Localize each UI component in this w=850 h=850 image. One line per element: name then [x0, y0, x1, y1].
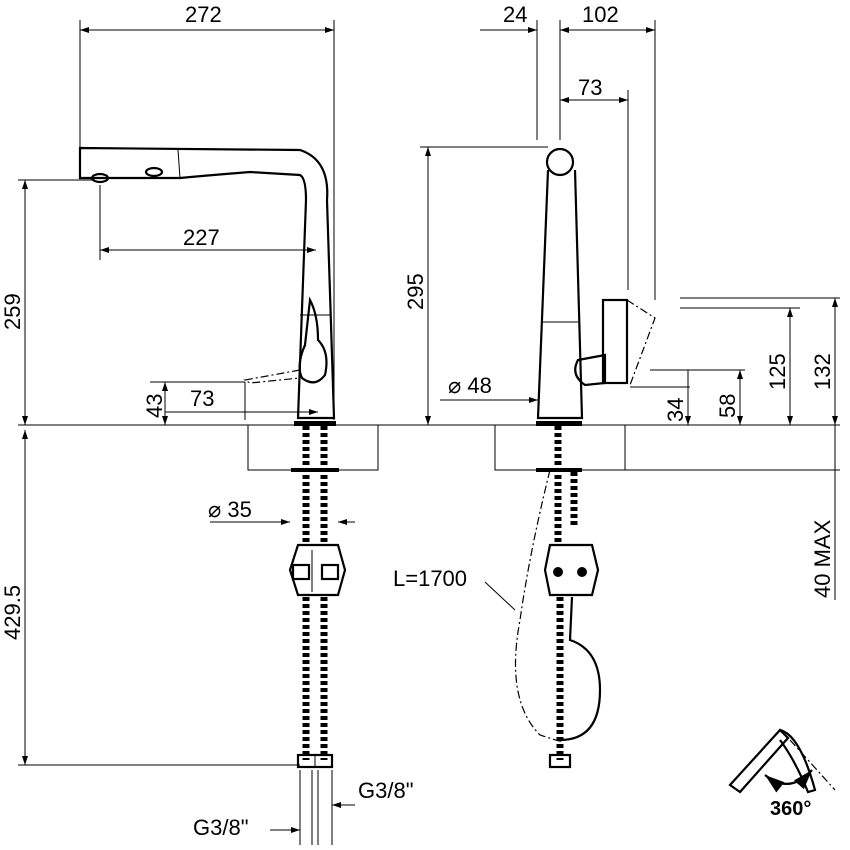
dim-lever-base-58: 58: [715, 394, 740, 418]
dim-overall-reach: 272: [185, 2, 222, 27]
dim-lever-height: 43: [142, 394, 167, 418]
dim-shank-diameter: ⌀ 35: [208, 497, 252, 522]
deck-section: [247, 424, 379, 471]
rotation-label: 360°: [770, 798, 811, 820]
side-dimension-lines: [420, 20, 840, 611]
dim-lever-height-132: 132: [810, 353, 835, 390]
dim-total-height: 295: [403, 273, 428, 310]
dim-connection-left: G3/8": [193, 815, 249, 840]
side-view-faucet: [494, 147, 656, 769]
dim-depth: 102: [582, 2, 619, 27]
dim-lever-height-125: 125: [765, 353, 790, 390]
dim-lever-reach: 73: [190, 386, 214, 411]
rotation-360-icon: [728, 728, 836, 794]
dim-lever-offset: 73: [578, 75, 602, 100]
dim-offset-top: 24: [503, 2, 527, 27]
dim-below-deck-length: 429.5: [0, 585, 25, 640]
dim-connection-right: G3/8": [358, 778, 414, 803]
dim-spout-reach: 227: [183, 225, 220, 250]
dim-lever-base-34: 34: [663, 398, 688, 422]
dim-base-diameter: ⌀ 48: [448, 373, 492, 398]
front-dimension-lines: [18, 20, 355, 845]
dim-hose-length: L=1700: [393, 566, 467, 591]
dim-spout-height: 259: [0, 293, 25, 330]
dim-max-deck-thickness: 40 MAX: [810, 519, 835, 598]
front-view-faucet: [78, 146, 379, 769]
